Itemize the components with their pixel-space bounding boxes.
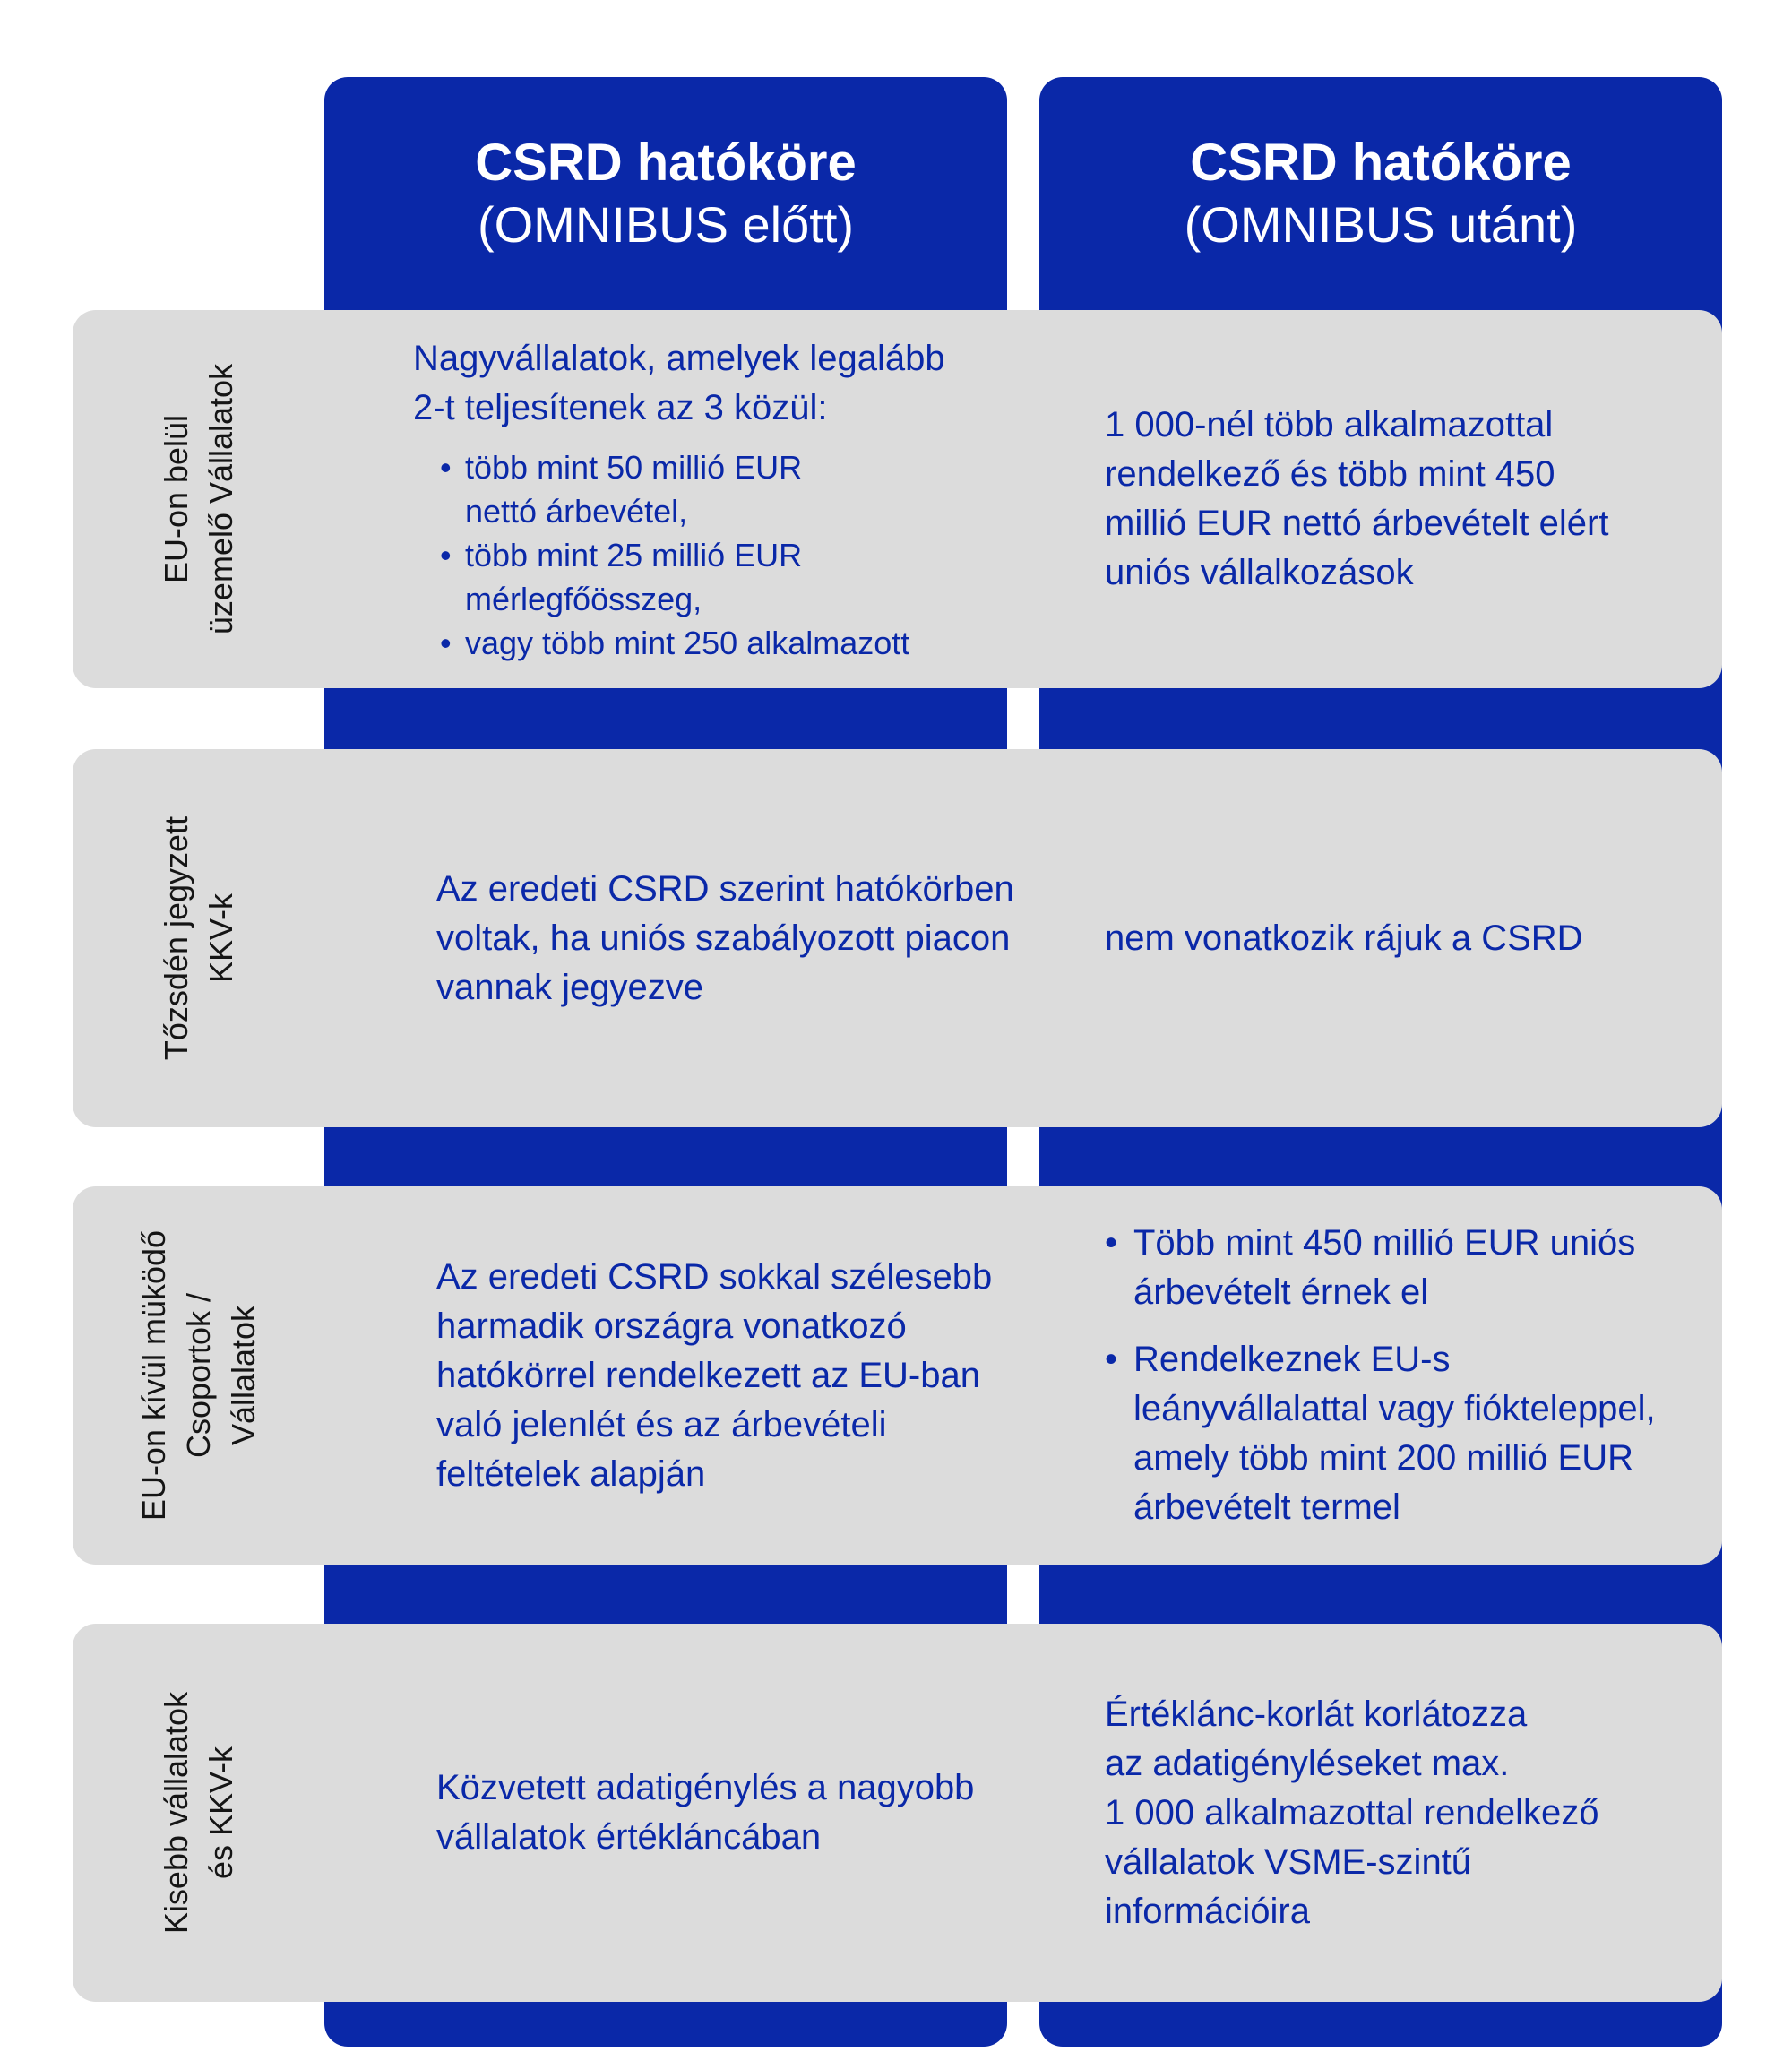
cell-text-line: rendelkező és több mint 450 bbox=[1105, 454, 1555, 494]
cell-after: 1 000-nél több alkalmazottal rendelkező … bbox=[1103, 310, 1722, 688]
criteria-list: • több mint 50 millió EUR nettó árbevéte… bbox=[413, 445, 1051, 665]
bullet-icon: • bbox=[440, 448, 452, 486]
bullet-icon: • bbox=[1105, 1340, 1118, 1379]
column-subtitle: (OMNIBUS utánt) bbox=[1184, 196, 1578, 253]
column-title: CSRD hatóköre bbox=[1190, 134, 1572, 192]
cell-before: Nagyvállalatok, amelyek legalább 2-t tel… bbox=[361, 310, 1069, 688]
cell-text-line: információira bbox=[1105, 1891, 1310, 1931]
cell-text-line: harmadik országra vonatkozó bbox=[436, 1306, 907, 1346]
cell-text-line: 1 000 alkalmazottal rendelkező bbox=[1105, 1792, 1599, 1832]
list-item-text: amely több mint 200 millió EUR bbox=[1133, 1438, 1633, 1478]
row-listed-smes: Tőzsdén jegyzett KKV-k Az eredeti CSRD s… bbox=[73, 749, 1722, 1127]
list-item-text: mérlegfőösszeg, bbox=[465, 580, 702, 617]
row-label-line: EU-on belül bbox=[158, 414, 195, 584]
list-item-text: vagy több mint 250 alkalmazott bbox=[465, 624, 910, 661]
list-item-text: Rendelkeznek EU-s bbox=[1133, 1340, 1451, 1379]
cell-text-line: millió EUR nettó árbevételt elért bbox=[1105, 504, 1609, 543]
cell-text-line: 1 000-nél több alkalmazottal bbox=[1105, 405, 1554, 444]
column-header-after: CSRD hatóköre (OMNIBUS utánt) bbox=[1039, 77, 1722, 310]
cell-text-line: vannak jegyezve bbox=[436, 967, 703, 1007]
column-title: CSRD hatóköre bbox=[475, 134, 857, 192]
row-label-line: Tőzsdén jegyzett bbox=[158, 815, 194, 1061]
list-item: • több mint 25 millió EUR mérlegfőösszeg… bbox=[413, 533, 1051, 621]
row-label-line: üzemelő Vállalatok bbox=[202, 363, 240, 635]
cell-after: nem vonatkozik rájuk a CSRD bbox=[1103, 749, 1722, 1127]
cell-text-line: 2-t teljesítenek az 3 közül: bbox=[413, 387, 828, 427]
row-label-line: KKV-k bbox=[202, 893, 239, 984]
cell-text-line: Az eredeti CSRD szerint hatókörben bbox=[436, 868, 1014, 909]
cell-text-line: feltételek alapján bbox=[436, 1453, 706, 1494]
cell-text-line: vállalatok értékláncában bbox=[436, 1817, 822, 1857]
row-label-line: Kisebb vállalatok bbox=[157, 1691, 194, 1935]
list-item-text: árbevételt termel bbox=[1133, 1488, 1400, 1527]
row-small-companies: Kisebb vállalatok és KKV-k Közvetett ada… bbox=[73, 1624, 1722, 2002]
bullet-icon: • bbox=[1105, 1223, 1118, 1263]
column-subtitle: (OMNIBUS előtt) bbox=[477, 196, 855, 253]
row-label-line: EU-on kívül müködő bbox=[135, 1229, 173, 1522]
list-item-text: nettó árbevétel, bbox=[465, 492, 688, 530]
list-item-text: Több mint 450 millió EUR uniós bbox=[1133, 1223, 1636, 1263]
cell-text-line: Közvetett adatigénylés a nagyobb bbox=[436, 1768, 975, 1807]
cell-text-line: uniós vállalkozások bbox=[1105, 553, 1414, 592]
list-item-text: több mint 25 millió EUR bbox=[465, 536, 803, 573]
list-item: • vagy több mint 250 alkalmazott bbox=[413, 621, 1051, 665]
bullet-icon: • bbox=[440, 624, 452, 661]
row-eu-companies: EU-on belül üzemelő Vállalatok Nagyválla… bbox=[73, 310, 1722, 688]
list-item-text: árbevételt érnek el bbox=[1133, 1272, 1429, 1312]
cell-text-line: hatókörrel rendelkezett az EU-ban bbox=[436, 1355, 980, 1395]
cell-before: Az eredeti CSRD sokkal szélesebb harmadi… bbox=[361, 1186, 1069, 1565]
cell-text-line: Az eredeti CSRD sokkal szélesebb bbox=[436, 1256, 993, 1297]
list-item-text: leányvállalattal vagy fiókteleppel, bbox=[1133, 1389, 1656, 1428]
row-label-line: Csoportok / bbox=[180, 1292, 218, 1459]
row-label: Kisebb vállalatok és KKV-k bbox=[73, 1624, 325, 2002]
cell-text-line: nem vonatkozik rájuk a CSRD bbox=[1105, 918, 1583, 958]
list-item-text: több mint 50 millió EUR bbox=[465, 448, 803, 486]
list-item: • Több mint 450 millió EUR uniós árbevét… bbox=[1105, 1219, 1695, 1317]
list-item: • Rendelkeznek EU-s leányvállalattal vag… bbox=[1105, 1335, 1695, 1532]
row-non-eu-groups: EU-on kívül müködő Csoportok / Vállalato… bbox=[73, 1186, 1722, 1565]
cell-text-line: Nagyvállalatok, amelyek legalább bbox=[413, 338, 945, 378]
row-label-line: Vállalatok bbox=[225, 1305, 263, 1446]
row-label-line: és KKV-k bbox=[202, 1746, 239, 1880]
row-label: EU-on kívül müködő Csoportok / Vállalato… bbox=[73, 1186, 325, 1565]
list-item: • több mint 50 millió EUR nettó árbevéte… bbox=[413, 445, 1051, 533]
cell-before: Az eredeti CSRD szerint hatókörben volta… bbox=[361, 749, 1069, 1127]
cell-text-line: való jelenlét és az árbevételi bbox=[436, 1404, 887, 1444]
row-label: EU-on belül üzemelő Vállalatok bbox=[73, 310, 325, 688]
column-header-before: CSRD hatóköre (OMNIBUS előtt) bbox=[324, 77, 1007, 310]
cell-after: • Több mint 450 millió EUR uniós árbevét… bbox=[1103, 1186, 1722, 1565]
cell-after: Értéklánc-korlát korlátozza az adatigény… bbox=[1103, 1624, 1722, 2002]
cell-text-line: az adatigényléseket max. bbox=[1105, 1743, 1510, 1783]
row-label: Tőzsdén jegyzett KKV-k bbox=[73, 749, 325, 1127]
cell-text-line: vállalatok VSME-szintű bbox=[1105, 1841, 1472, 1882]
cell-text-line: Értéklánc-korlát korlátozza bbox=[1105, 1694, 1528, 1734]
cell-text-line: voltak, ha uniós szabályozott piacon bbox=[436, 918, 1011, 958]
bullet-icon: • bbox=[440, 536, 452, 573]
cell-before: Közvetett adatigénylés a nagyobb vállala… bbox=[361, 1624, 1069, 2002]
